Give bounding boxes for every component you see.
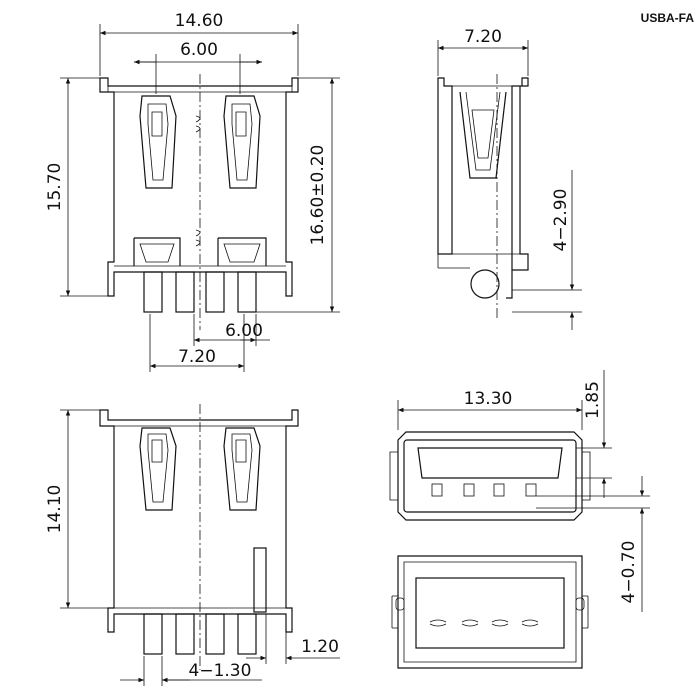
- drawing-title: USBA-FA: [641, 11, 695, 25]
- dim-front-width: 13.30: [464, 389, 513, 409]
- view-bottom-left: 14.10 4−1.30 1.20: [45, 404, 340, 686]
- dim-bot-height: 14.10: [45, 485, 65, 534]
- view-bottom-right: 13.30 1.85 4−0.70: [389, 370, 650, 669]
- dim-bot-pin-thick: 1.20: [301, 637, 339, 657]
- dim-side-pin: 4−2.90: [551, 189, 571, 252]
- dim-top-height: 15.70: [45, 163, 65, 212]
- dim-bot-pin-width: 4−1.30: [189, 661, 252, 681]
- dim-top-total-height: 16.60±0.20: [308, 145, 328, 246]
- dim-top-width: 14.60: [175, 11, 224, 31]
- dim-side-width: 7.20: [464, 27, 502, 47]
- view-top-left: 14.60 6.00 15.70 16.60±0.20 6.00 7.20: [45, 11, 340, 372]
- dim-top-pitch: 6.00: [180, 40, 218, 60]
- dim-front-top: 1.85: [583, 381, 603, 419]
- view-top-right: 7.20 4−2.90: [437, 27, 582, 330]
- dim-top-pin-span: 7.20: [178, 347, 216, 367]
- dim-front-contact: 4−0.70: [619, 541, 639, 604]
